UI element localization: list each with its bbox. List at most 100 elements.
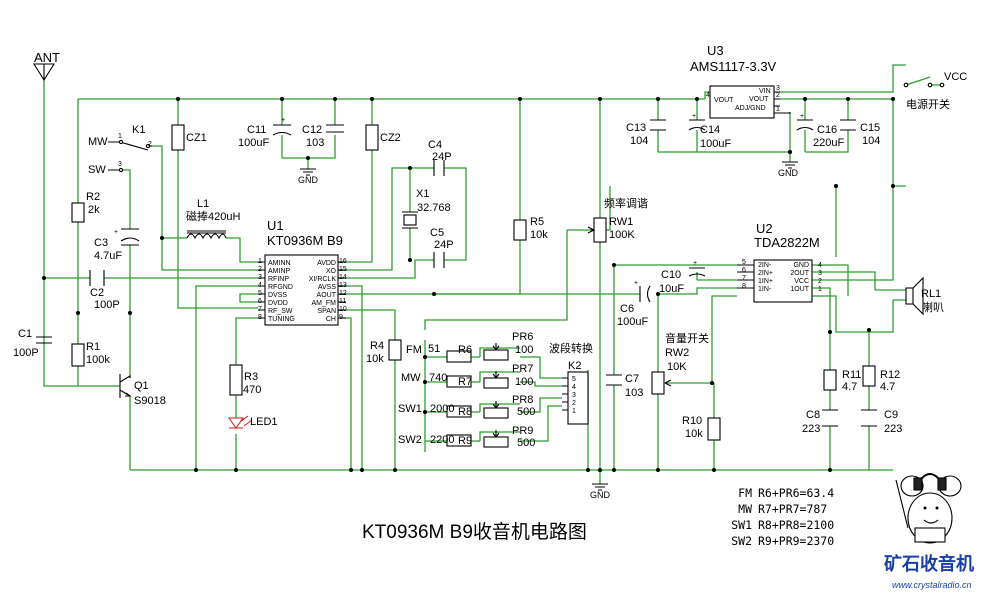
rw2-ref: RW2 [665, 347, 689, 359]
c13-ref: C13 [626, 122, 646, 134]
antenna-symbol [33, 63, 55, 82]
c2-capacitor [89, 270, 105, 286]
x1-crystal [402, 211, 418, 229]
gnd-symbol [592, 483, 608, 491]
svg-text:+: + [800, 113, 804, 120]
r12-ref: R12 [880, 369, 900, 381]
pr9-ref: PR9 [512, 425, 533, 437]
c16-capacitor: + [796, 113, 814, 131]
c11-capacitor: + [272, 117, 292, 136]
l1-ref: L1 [197, 198, 209, 210]
u1-pin-name: AVSS [318, 284, 336, 291]
u1-pin-number: 15 [339, 266, 347, 273]
u2-pin-name: VCC [794, 278, 809, 285]
k2-pin-number: 3 [572, 392, 576, 399]
c13-value: 104 [630, 135, 648, 147]
u2-pin-number: 4 [818, 262, 822, 269]
u1-pin-number: 13 [339, 282, 347, 289]
k2-band-switch[interactable] [562, 371, 589, 425]
u1-pin-name: AOUT [317, 292, 337, 299]
c11-ref: C11 [247, 124, 266, 136]
c7-capacitor [606, 374, 622, 386]
cz2-connector [365, 124, 379, 151]
c7-value: 103 [625, 387, 643, 399]
r3-resistor [229, 364, 243, 396]
u1-pin-number: 14 [339, 274, 347, 281]
q1-value: S9018 [134, 395, 166, 407]
rw1-ref: RW1 [609, 216, 633, 228]
c1-value: 100P [13, 347, 39, 359]
u2-pin-name: 1IN- [758, 286, 772, 293]
q1-transistor [119, 374, 132, 398]
band-note-name: SW2 [731, 534, 752, 548]
band-note-formula: R6+PR6=63.4 [758, 486, 834, 500]
k1-mw-label: MW [88, 136, 108, 148]
r1-value: 100k [86, 354, 110, 366]
u3-pin4: 4 [706, 92, 710, 99]
k1-switch[interactable] [108, 139, 152, 173]
cz1-ref: CZ1 [186, 132, 207, 144]
junction-dots [42, 97, 895, 472]
c1-capacitor [36, 336, 52, 344]
r7-ref: R7 [458, 376, 472, 388]
svg-text:+: + [693, 260, 697, 267]
u2-pin-name: GND [793, 262, 809, 269]
c5-ref: C5 [430, 227, 444, 239]
rw2-volume-potentiometer[interactable] [651, 371, 672, 395]
volume-switch-label: 音量开关 [665, 331, 709, 345]
preset-potentiometers[interactable] [483, 343, 509, 448]
u2-pin-number: 1 [818, 286, 822, 293]
c2-ref: C2 [90, 287, 104, 299]
k1-pin2: 2 [148, 141, 152, 148]
c5-capacitor [433, 252, 445, 268]
u1-pin-name: AVDD [317, 260, 336, 267]
rw1-potentiometer[interactable] [587, 217, 607, 243]
c12-value: 103 [306, 137, 324, 149]
u1-pin-name: DVSS [268, 292, 287, 299]
u2-pin-name: 2OUT [790, 270, 809, 277]
c15-value: 104 [862, 135, 880, 147]
u3-pin1: 1 [776, 106, 780, 113]
logo-name: 矿石收音机 [884, 553, 974, 575]
r1-ref: R1 [86, 341, 100, 353]
u1-ref: U1 [267, 218, 284, 233]
u3-pin-vout2: VOUT [749, 96, 769, 103]
c5-value: 24P [434, 239, 454, 251]
svg-text:+: + [114, 229, 118, 236]
page-title: KT0936M B9收音机电路图 [362, 521, 587, 543]
c4-value: 24P [432, 151, 452, 163]
u1-pin-name: AMINP [268, 268, 291, 275]
mascot-logo-icon [895, 473, 962, 544]
pr8-ref: PR8 [512, 394, 533, 406]
u2-pin-name: 2IN- [758, 262, 772, 269]
r5-resistor [513, 219, 527, 241]
u1-pin-number: 4 [258, 282, 262, 289]
band-resistors [446, 350, 472, 447]
q1-ref: Q1 [134, 380, 149, 392]
u1-pin-number: 8 [258, 314, 262, 321]
u2-pin-number: 6 [742, 267, 746, 274]
u3-pin-vout: VOUT [714, 97, 734, 104]
gnd3-label: GND [590, 490, 611, 500]
wires [43, 64, 940, 484]
r2-resistor [71, 202, 85, 223]
gnd1-label: GND [298, 175, 319, 185]
u2-chip [737, 259, 813, 303]
c9-value: 223 [884, 423, 902, 435]
k1-pin3: 3 [118, 161, 122, 168]
u2-pin-number: 8 [742, 283, 746, 290]
vcc-label: VCC [944, 71, 967, 83]
r4-resistor [388, 339, 402, 361]
ant-label: ANT [34, 50, 60, 65]
pr7-value: 100 [515, 376, 533, 388]
c8-value: 223 [802, 423, 820, 435]
r10-value: 10k [685, 428, 703, 440]
r5-ref: R5 [530, 216, 544, 228]
power-switch[interactable] [903, 82, 945, 88]
u2-pin-number: 2 [818, 278, 822, 285]
u2-pin-number: 3 [818, 270, 822, 277]
u2-name: TDA2822M [754, 235, 820, 250]
rl1-ref: RL1 [921, 288, 941, 300]
